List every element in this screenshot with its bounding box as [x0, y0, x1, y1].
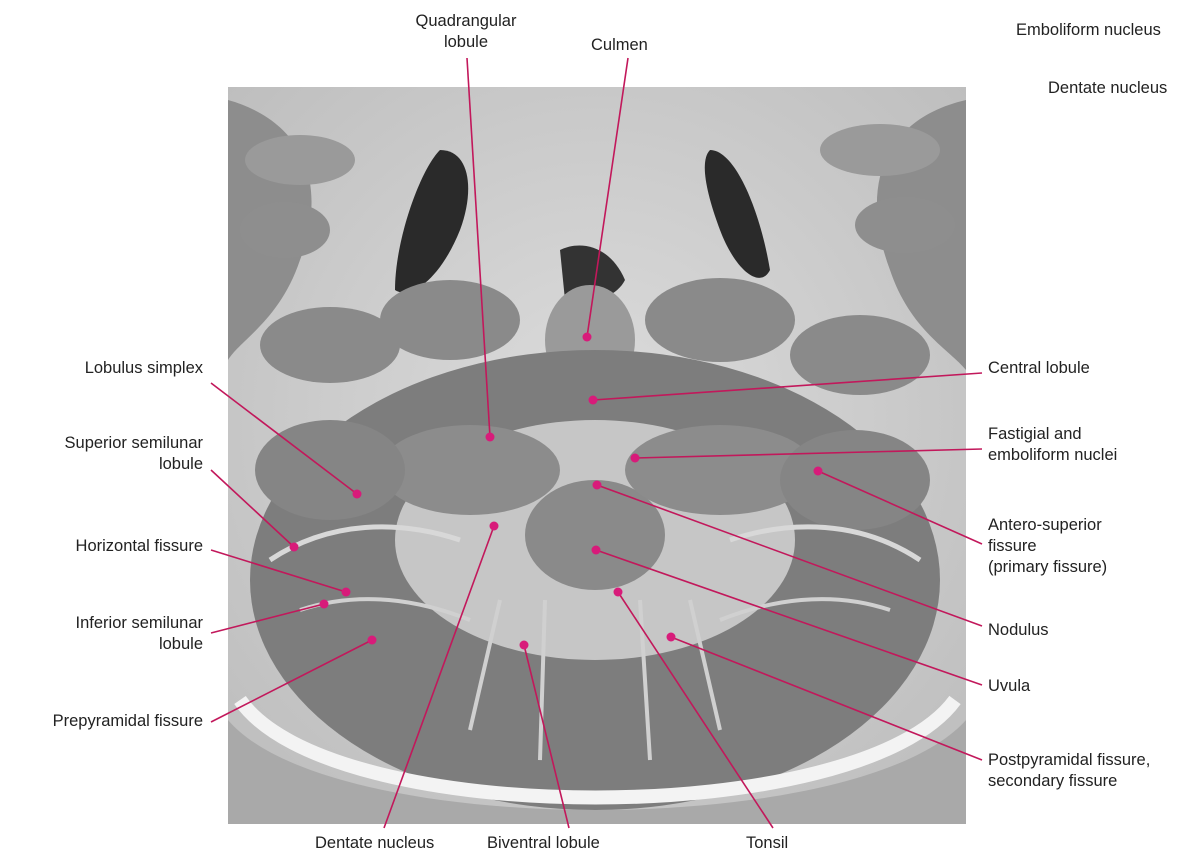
label-lobulus-simplex: Lobulus simplex — [20, 358, 203, 379]
label-antero-superior-fissure: Antero-superior fissure (primary fissure… — [988, 515, 1107, 578]
mri-image — [228, 87, 966, 824]
label-biventral-lobule: Biventral lobule — [487, 833, 600, 854]
marker-dot-lobulus-simplex — [353, 490, 362, 499]
label-superior-semilunar-lobule: Superior semilunar lobule — [10, 433, 203, 475]
marker-dot-antero-superior-fissure — [814, 467, 823, 476]
label-tonsil: Tonsil — [746, 833, 788, 854]
marker-dot-fastigial-emboliform — [631, 454, 640, 463]
label-dentate-nucleus: Dentate nucleus — [315, 833, 434, 854]
marker-dot-tonsil — [614, 588, 623, 597]
label-inferior-semilunar-lobule: Inferior semilunar lobule — [10, 613, 203, 655]
marker-dot-superior-semilunar-lobule — [290, 543, 299, 552]
label-dentate-nucleus-top: Dentate nucleus — [1048, 78, 1167, 99]
label-prepyramidal-fissure: Prepyramidal fissure — [5, 711, 203, 732]
marker-dot-biventral-lobule — [520, 641, 529, 650]
marker-dot-uvula — [592, 546, 601, 555]
label-postpyramidal-fissure: Postpyramidal fissure, secondary fissure — [988, 750, 1150, 792]
label-emboliform-nucleus: Emboliform nucleus — [1016, 20, 1161, 41]
marker-dot-quadrangular-lobule — [486, 433, 495, 442]
marker-dot-central-lobule — [589, 396, 598, 405]
label-culmen: Culmen — [591, 35, 648, 56]
marker-dot-culmen — [583, 333, 592, 342]
marker-dot-dentate-nucleus — [490, 522, 499, 531]
label-uvula: Uvula — [988, 676, 1030, 697]
label-nodulus: Nodulus — [988, 620, 1049, 641]
marker-dot-prepyramidal-fissure — [368, 636, 377, 645]
label-quadrangular-lobule: Quadrangular lobule — [396, 11, 536, 53]
marker-dot-postpyramidal-fissure — [667, 633, 676, 642]
marker-dot-horizontal-fissure — [342, 588, 351, 597]
marker-dot-nodulus — [593, 481, 602, 490]
label-central-lobule: Central lobule — [988, 358, 1090, 379]
label-horizontal-fissure: Horizontal fissure — [20, 536, 203, 557]
label-fastigial-emboliform: Fastigial and emboliform nuclei — [988, 424, 1117, 466]
marker-dot-inferior-semilunar-lobule — [320, 600, 329, 609]
